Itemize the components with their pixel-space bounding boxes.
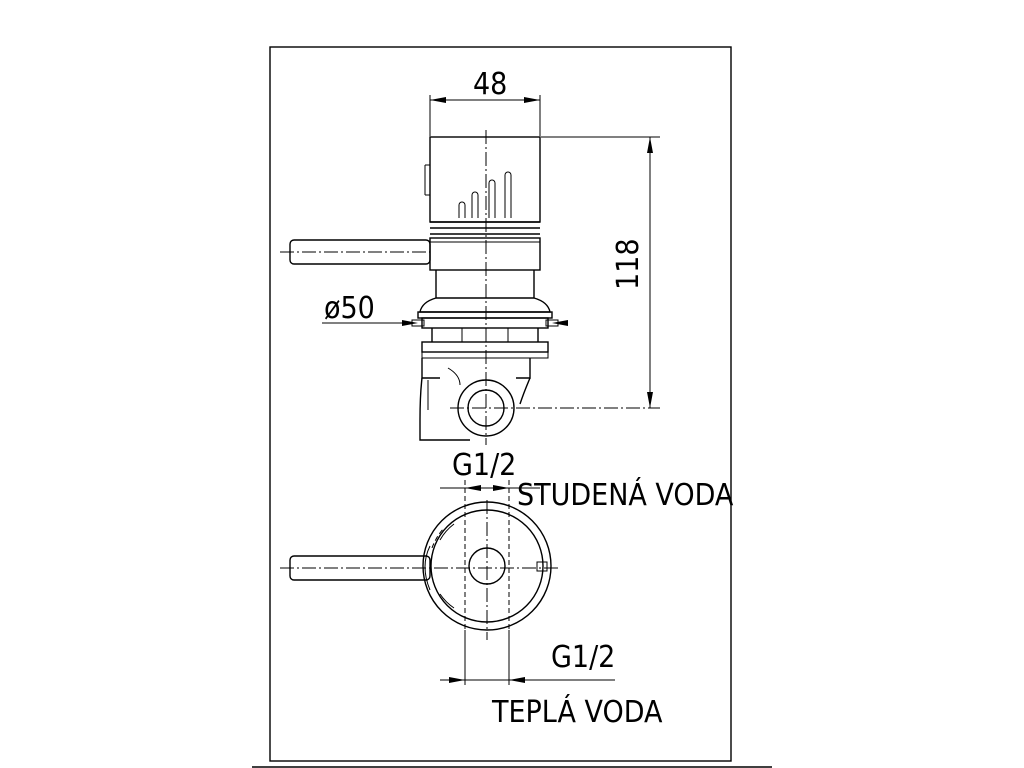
temperature-scale-icon [458,171,512,218]
cold-water-label: STUDENÁ VODA [517,477,734,513]
handle-ring [429,237,541,271]
drawing-frame [269,46,732,762]
connection-block [419,377,470,441]
thread-size-top-label: G1/2 [452,448,516,483]
side-view [280,95,660,445]
hot-water-label: TEPLÁ VODA [491,694,663,730]
dimension-width-label: 48 [473,67,507,102]
rosette [419,297,551,313]
dimension-height-label: 118 [611,238,646,290]
valve-body-upper [429,136,541,223]
dimension-diameter-label: ø50 [324,291,375,326]
thread-size-bottom-label: G1/2 [551,640,615,675]
top-view [280,480,615,685]
mounting-nut [421,341,549,353]
